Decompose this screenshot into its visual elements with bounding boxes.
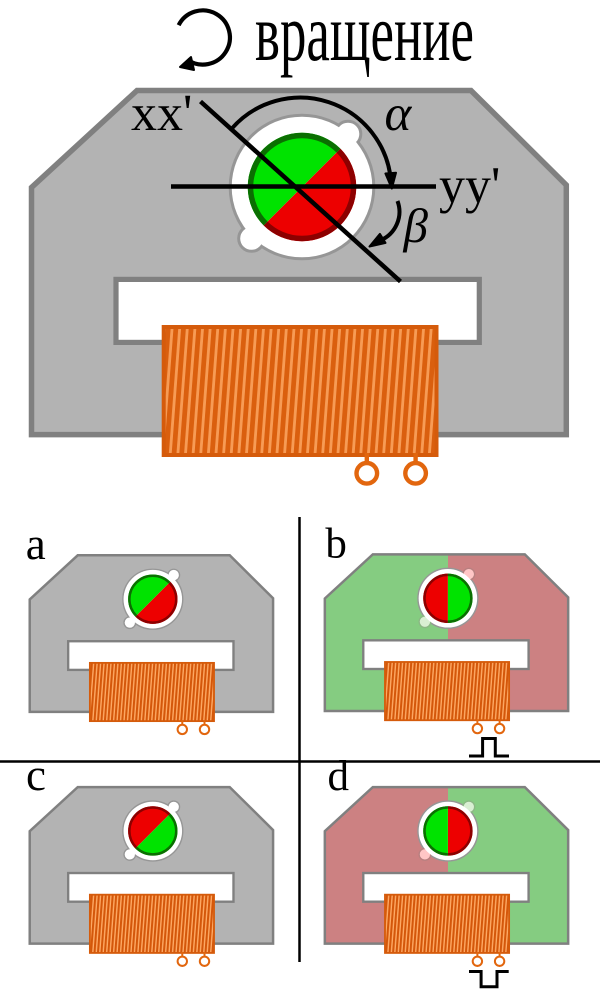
svg-text:вращение: вращение	[255, 0, 474, 78]
svg-text:c: c	[26, 750, 46, 800]
svg-text:yy': yy'	[439, 158, 500, 215]
svg-text:d: d	[328, 753, 350, 800]
svg-text:b: b	[325, 520, 347, 567]
svg-text:β: β	[403, 198, 429, 253]
svg-text:xx': xx'	[131, 85, 192, 142]
svg-text:a: a	[26, 519, 46, 569]
svg-text:α: α	[385, 86, 413, 142]
